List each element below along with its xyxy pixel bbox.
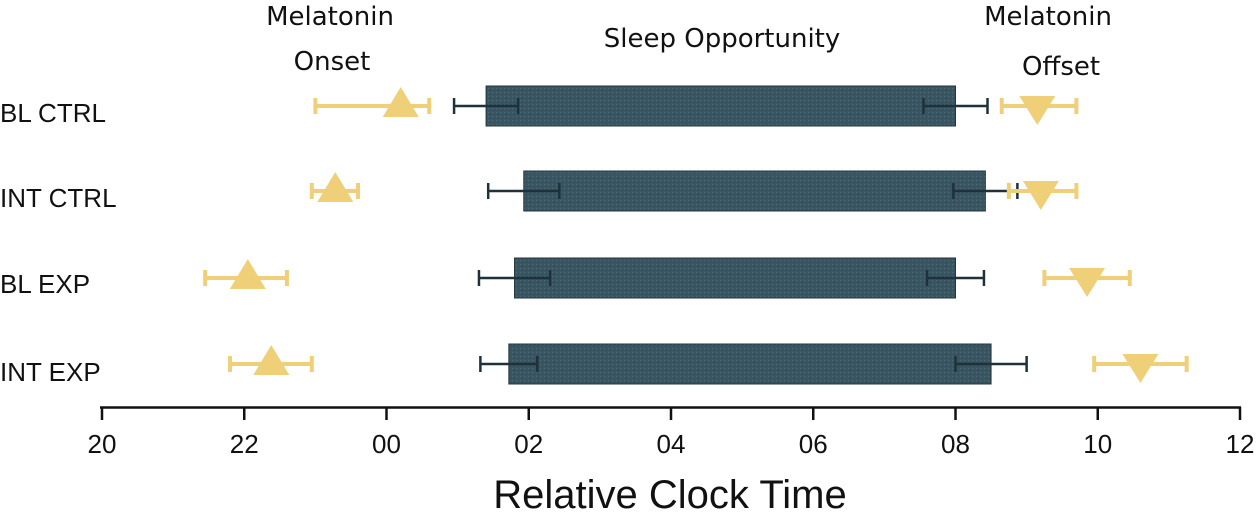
x-tick-label-3: 02 (514, 429, 543, 459)
row-label-int-exp: INT EXP (0, 357, 101, 387)
offset-marker-2 (1069, 268, 1106, 297)
sleep-end-error-0 (922, 98, 989, 114)
row-label-bl-exp: BL EXP (0, 269, 90, 299)
x-tick-label-0: 20 (88, 429, 117, 459)
x-axis-title: Relative Clock Time (493, 473, 846, 513)
offset-header-line2: Offset (1022, 52, 1100, 82)
row-label-bl-ctrl: BL CTRL (0, 98, 106, 128)
sleep-start-error-2 (477, 270, 552, 286)
sleep-bar-0 (485, 85, 956, 127)
sleep-bar-3 (508, 343, 992, 385)
sleep-header: Sleep Opportunity (604, 24, 841, 54)
onset-header-line1: Melatonin (266, 2, 394, 32)
sleep-start-error-0 (452, 98, 520, 114)
sleep-end-error-3 (954, 356, 1028, 372)
x-tick-label-5: 06 (799, 429, 828, 459)
chart-marks (203, 85, 1189, 385)
x-tick-label-7: 10 (1083, 429, 1112, 459)
offset-marker-0 (1019, 96, 1056, 125)
onset-marker-1 (317, 172, 354, 202)
sleep-start-error-3 (479, 356, 539, 372)
offset-marker-3 (1122, 354, 1159, 383)
sleep-end-error-2 (925, 270, 986, 286)
onset-header-line2: Onset (294, 47, 371, 77)
sleep-start-error-1 (486, 183, 561, 199)
offset-marker-1 (1022, 181, 1059, 210)
sleep-bar-2 (514, 257, 957, 299)
onset-marker-2 (229, 259, 266, 289)
sleep-bar-1 (523, 170, 986, 212)
x-tick-label-6: 08 (941, 429, 970, 459)
onset-marker-3 (253, 345, 290, 375)
x-tick-label-2: 00 (372, 429, 401, 459)
row-label-int-ctrl: INT CTRL (0, 183, 117, 213)
x-tick-label-4: 04 (657, 429, 686, 459)
x-tick-label-8: 12 (1226, 429, 1255, 459)
x-axis-ticks: 20 22 00 02 04 06 08 10 12 (88, 407, 1255, 459)
offset-header-line1: Melatonin (984, 2, 1112, 32)
x-tick-label-1: 22 (230, 429, 259, 459)
onset-marker-0 (382, 87, 419, 117)
